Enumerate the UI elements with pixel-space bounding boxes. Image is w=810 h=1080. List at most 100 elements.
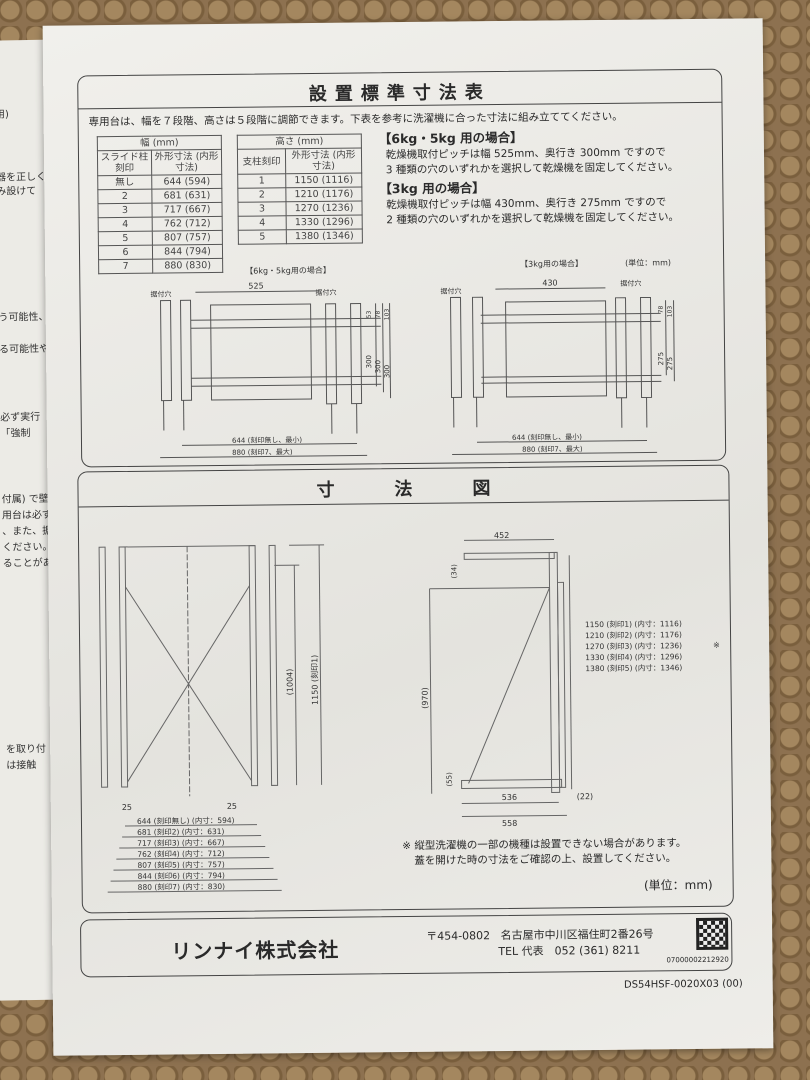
table-cell: 844 (794) (152, 244, 223, 260)
height-label: 1150 (刻印1) (309, 655, 320, 705)
diagram-6kg-caption: 【6kg・5kg用の場合】 (245, 265, 331, 276)
width-dimension-line (122, 835, 262, 838)
fragment: ることがあ (2, 557, 53, 570)
table-caption: 高さ (mm) (237, 133, 362, 150)
fragment: 「強制 (0, 428, 31, 440)
table-cell: 3 (97, 203, 153, 218)
width-dimension-label: 807 (刻印5) (内寸：757) (137, 859, 225, 870)
table-cell: 717 (667) (151, 202, 223, 218)
depth-label: 300 (383, 365, 391, 378)
fragment: 用) (0, 109, 9, 121)
bottom-offset-label: (55) (445, 772, 453, 787)
case-3kg-text: 【3kg 用の場合】 乾燥機取付ピッチは幅 430mm、奥行き 275mm です… (379, 180, 679, 227)
table-cell: 7 (98, 259, 153, 274)
top-offset: 103 (667, 306, 674, 318)
depth-label: 275 (657, 352, 665, 365)
table-cell: 2 (237, 187, 286, 203)
depth-label: 300 (365, 355, 373, 368)
intro-text: 専用台は、幅を７段階、高さは５段階に調節できます。下表を参考に洗濯機に合った寸法… (88, 110, 623, 129)
table-cell: 762 (712) (152, 216, 223, 232)
note-mark: ※ (713, 641, 720, 650)
table-cell: 1330 (1296) (286, 214, 363, 230)
installation-note: ※ 縦型洗濯機の一部の機種は設置できない場合があります。蓋を開けた時の寸法をご確… (402, 837, 687, 867)
height-dimension-label: 1330 (刻印4) (内寸：1296) (585, 651, 682, 662)
document-code: DS54HSF-0020X03 (00) (623, 978, 743, 991)
height-dimension-label: 1150 (刻印1) (内寸：1116) (585, 618, 682, 629)
fragment: る可能性や (0, 343, 50, 356)
fragment: を取り付 (5, 743, 47, 756)
dimension-drawings: 25 25 (1004) 1150 (刻印1) 644 (刻印無し) (内寸：5… (98, 531, 720, 893)
width-dimension-label: 880 (刻印7) (内寸：830) (138, 881, 226, 892)
left-offset: 25 (122, 803, 132, 812)
top-offset: 103 (384, 309, 391, 321)
hole-label: 据付穴 (150, 289, 171, 298)
company-name: リンナイ株式会社 (171, 937, 340, 964)
width-dimension-label: 644 (刻印無し) (内寸：594) (137, 815, 235, 826)
height-dimension-label: 1210 (刻印2) (内寸：1176) (585, 629, 682, 640)
company-address: 〒454-0802 名古屋市中川区福住町2番26号 TEL 代表 052 (36… (426, 927, 654, 959)
table-cell: 1270 (1236) (285, 200, 363, 216)
top-offset: 78 (375, 310, 382, 318)
table-cell: 4 (238, 215, 287, 231)
width-min: 644 (刻印無し、最小) (512, 432, 582, 442)
table-cell: 807 (757) (152, 230, 223, 246)
side-height-label: (970) (421, 687, 430, 709)
table-cell: 681 (631) (151, 188, 223, 204)
table-cell: 2 (97, 189, 152, 204)
width-max: 880 (刻印7、最大) (522, 444, 583, 454)
case-6kg-text: 【6kg・5kg 用の場合】 乾燥機取付ピッチは幅 525mm、奥行き 300m… (378, 129, 679, 177)
column-header: スライド柱 刻印 (97, 150, 152, 176)
table-cell: 無し (97, 175, 152, 190)
base-label: 536 (502, 793, 517, 802)
table-cell: 644 (594) (151, 174, 222, 190)
top-offset-label: (34) (450, 564, 458, 579)
diagram-3kg (449, 287, 675, 456)
width-dimension-label: 762 (刻印4) (内寸：712) (137, 848, 225, 859)
fragment: 付属) で壁 (1, 493, 49, 506)
diagram-6kg (160, 290, 392, 459)
height-dimension-label: 1380 (刻印5) (内寸：1346) (585, 662, 682, 673)
unit-label: (単位：mm) (625, 257, 671, 267)
fragment: ください。 (2, 541, 53, 554)
qr-code-icon (696, 917, 729, 951)
column-header: 外形寸法 (内形寸法) (285, 147, 362, 174)
fragment: 、また、据 (2, 525, 53, 538)
width-dimension-label: 717 (刻印3) (内寸：667) (137, 837, 225, 848)
width-max: 880 (刻印7、最大) (232, 447, 293, 457)
table-cell: 6 (98, 245, 153, 260)
hole-label: 据付穴 (620, 279, 641, 288)
width-dimension-line (113, 867, 274, 871)
top-offset: 78 (658, 305, 665, 313)
fragment: 必ず実行 (0, 411, 41, 424)
width-dimension-lines (107, 824, 282, 893)
width-dimension-line (125, 824, 258, 827)
pitch-width-430: 430 (542, 278, 557, 287)
hole-pitch-diagrams: 【6kg・5kg用の場合】 据付穴 据付穴 525 644 (刻印無し、最小) … (150, 257, 675, 459)
base-total-label: 558 (502, 819, 517, 828)
document-page: 設置標準寸法表 専用台は、幅を７段階、高さは５段階に調節できます。下表を参考に洗… (42, 18, 774, 1056)
top-offset: 53 (366, 311, 373, 319)
hole-label: 据付穴 (440, 286, 461, 295)
depth-label: 300 (374, 360, 382, 373)
width-dimension-line (107, 889, 282, 893)
dimension-drawing-panel: 寸法図 25 25 (1004) 1150 (刻印1) 644 (刻印無し) (… (77, 464, 734, 914)
right-offset: 25 (227, 802, 237, 811)
table-cell: 1 (237, 173, 286, 189)
front-view-frame (98, 544, 325, 797)
fragment: み設けて (0, 185, 37, 198)
height-dimension-label: 1270 (刻印3) (内寸：1236) (585, 640, 682, 651)
table-cell: 1380 (1346) (286, 228, 363, 244)
back-offset-label: (22) (577, 792, 594, 801)
column-header: 支柱刻印 (237, 148, 286, 175)
code-number: 07000002212920 (666, 955, 729, 965)
fragment: う可能性、 (0, 311, 49, 324)
